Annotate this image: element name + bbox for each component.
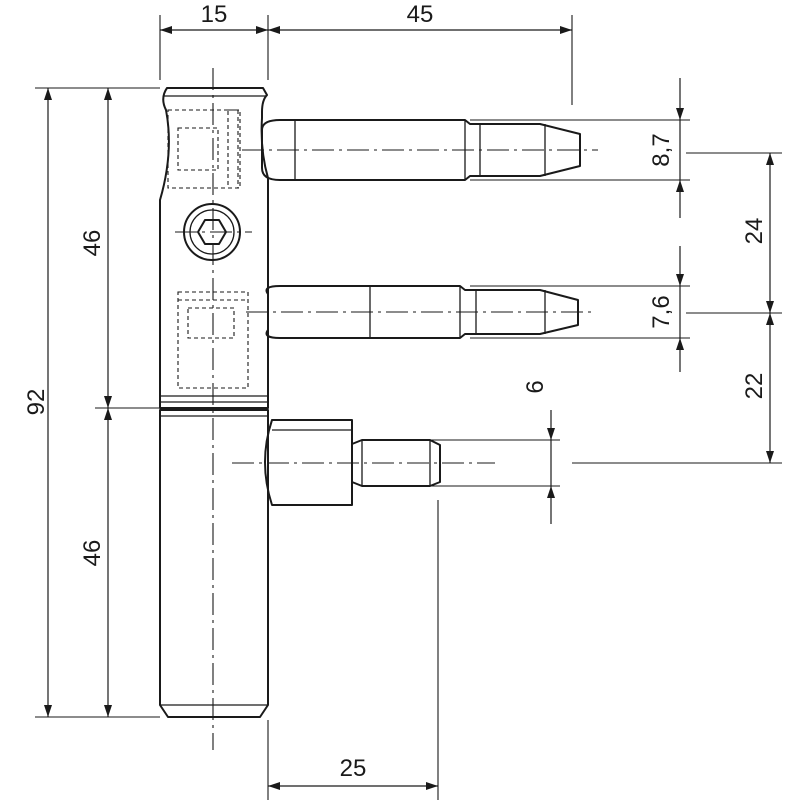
dim-label-22: 22 <box>741 373 768 400</box>
dim-label-15: 15 <box>201 1 228 28</box>
dim-25: 25 <box>268 755 438 790</box>
dim-label-6: 6 <box>522 380 549 393</box>
dim-92: 92 <box>23 88 52 717</box>
dim-46-upper: 46 <box>79 88 112 408</box>
center-lines <box>212 68 598 750</box>
hinge-upper-body <box>159 87 269 409</box>
dim-24: 24 <box>741 153 774 313</box>
dim-22: 22 <box>741 313 774 463</box>
dim-15: 15 <box>160 1 268 34</box>
lower-pin-collar <box>264 419 353 506</box>
dim-label-8-7: 8,7 <box>648 133 675 166</box>
extension-lines <box>35 15 782 800</box>
lower-pin <box>351 439 441 487</box>
dim-label-46-lower: 46 <box>79 540 106 567</box>
dim-8-7: 8,7 <box>648 78 684 218</box>
dim-label-25: 25 <box>340 755 367 782</box>
hidden-lines <box>167 109 249 389</box>
dim-label-7-6: 7,6 <box>648 295 675 328</box>
dim-label-24: 24 <box>741 218 768 245</box>
dim-45: 45 <box>268 1 572 34</box>
dim-label-46-upper: 46 <box>79 230 106 257</box>
dim-6: 6 <box>522 380 555 524</box>
hex-socket-screw <box>175 203 252 261</box>
dim-label-45: 45 <box>407 1 434 28</box>
dim-label-92: 92 <box>23 389 50 416</box>
dim-7-6: 7,6 <box>648 246 684 372</box>
hinge-lower-body <box>159 409 269 718</box>
dim-46-lower: 46 <box>79 408 112 717</box>
